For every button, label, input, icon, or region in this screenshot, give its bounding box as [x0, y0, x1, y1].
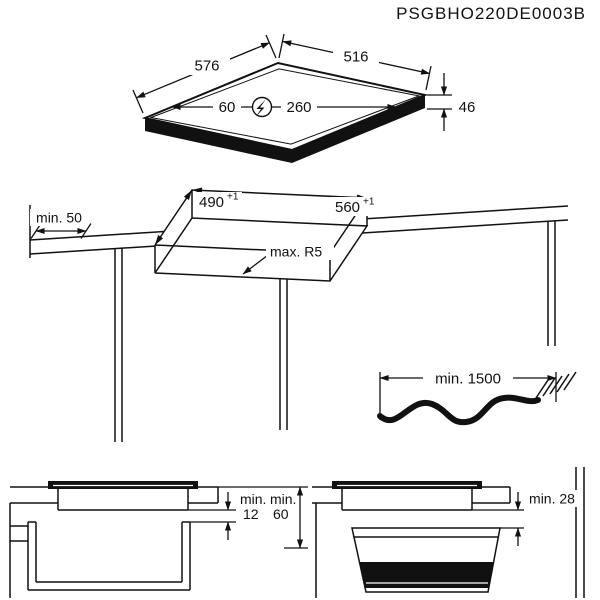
dim-oven-clearance: min. 28: [529, 491, 575, 507]
dim-cable-length: min. 1500: [435, 371, 501, 388]
worktop-cutout-view: min. 50 490 +1 560 +1 max. R5: [29, 187, 569, 442]
hob-body-section: [341, 489, 473, 511]
arrowhead: [183, 190, 192, 200]
oven-clearance-section: min. 28: [312, 467, 585, 598]
label-bg: [281, 98, 317, 116]
hob-body-edge: [145, 95, 425, 163]
oven-extension-lines: [472, 509, 524, 529]
cabinet-and-wall-lines: [315, 467, 585, 598]
cable-length-indicator: min. 1500: [377, 369, 577, 426]
label-bg: [423, 369, 513, 388]
label-bg: [30, 209, 88, 226]
cabinet-panel-lines: [9, 503, 28, 598]
hob-isometric-view: 576 516 46 60 260: [132, 33, 482, 163]
dim-cutout-width: 560: [335, 199, 360, 216]
oven-door-band: [359, 562, 494, 588]
dim-hob-height: 46: [459, 99, 476, 116]
arrowhead: [155, 235, 164, 245]
drawer-clearance-section: min. 12 min. 60: [9, 481, 308, 598]
dim-hob-width-back: 576: [194, 58, 219, 75]
power-cable-icon: [377, 394, 541, 426]
power-connection-circle: [251, 96, 273, 118]
label-bg: [213, 98, 241, 116]
label-bg: [330, 197, 378, 216]
hob-body-section: [57, 489, 189, 511]
dim-cutout-depth: 490: [199, 194, 224, 211]
wall-hatch-lines: [535, 371, 577, 399]
dim-wall-clearance: min. 50: [36, 210, 82, 226]
dim-connection-left: 60: [219, 99, 236, 116]
label-bg: [266, 243, 334, 260]
label-bg: [524, 490, 582, 507]
dim-cutout-depth-tolerance: +1: [227, 192, 239, 203]
dim-cutout-width-tolerance: +1: [363, 197, 375, 208]
dim-vent-value: 60: [273, 506, 289, 522]
drawing-number: PSGBHO220DE0003B: [396, 4, 586, 23]
dim-connection-right: 260: [286, 99, 311, 116]
power-connection-icon: [256, 99, 266, 117]
worktop-section-lines: [312, 486, 511, 504]
worktop-section-lines: [10, 486, 219, 504]
dim-vent-prefix: min.: [270, 491, 296, 507]
hob-extension-lines: [132, 33, 452, 114]
dim-gap-prefix: min.: [240, 491, 266, 507]
drawer-box: [27, 521, 191, 591]
dim-corner-radius: max. R5: [270, 244, 322, 260]
drawer-extension-lines: [188, 486, 308, 549]
dim-gap-value: 12: [243, 506, 259, 522]
label-bg: [194, 192, 242, 211]
label-bg: [452, 98, 482, 116]
dim-hob-width-right: 516: [343, 49, 368, 66]
label-bg: [333, 47, 379, 66]
label-bg: [184, 56, 230, 75]
